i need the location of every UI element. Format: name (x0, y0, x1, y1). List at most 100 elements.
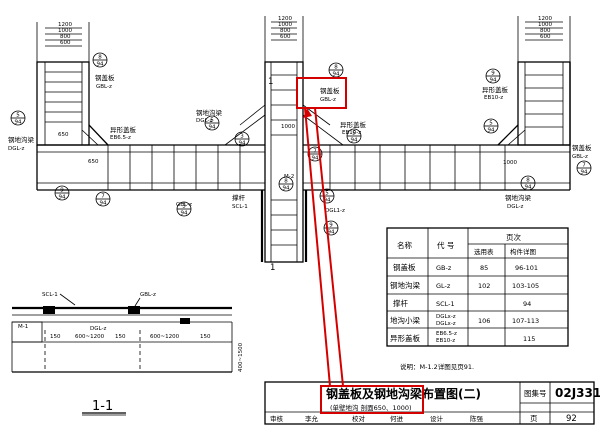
mark-m2: M-2 (284, 174, 294, 180)
dim-left-2: 1000 (58, 28, 72, 34)
detail-bubble: 594 (10, 110, 26, 126)
bubble-detail-number: 5 (325, 191, 329, 197)
dim-left-3: 800 (60, 34, 71, 40)
label-trench-beam-center: 钢地沟梁 (196, 108, 223, 117)
bubble-detail-number: 7 (582, 163, 586, 169)
table-subheader-detail: 构件详图 (510, 247, 536, 256)
right-diagonal (497, 124, 519, 146)
detail-bubble: 994 (54, 185, 70, 201)
highlight-connector-2 (314, 107, 344, 387)
section-beam-right (180, 318, 190, 324)
drawing-subtitle: (单壁地沟 剖面650、1000) (330, 403, 412, 412)
drawing-note: 说明：M-1.2详图见页91. (400, 362, 474, 371)
right-trench-outline (517, 61, 571, 146)
section-title: 1-1 (92, 399, 113, 414)
label-beam-code-b: DGL1-z (325, 208, 345, 214)
center-trench-outline (264, 61, 304, 263)
label-steel-cover-right-code: GBL-z (572, 154, 588, 160)
bubble-page-number: 94 (312, 156, 319, 162)
table-header-name: 名称 (397, 240, 412, 250)
dim-center-1: 1200 (278, 16, 292, 22)
detail-bubble: 894 (278, 176, 294, 192)
table-code-line: DGLx-z (436, 321, 456, 327)
bubble-detail-number: 5 (352, 131, 356, 137)
bubble-detail-number: 3 (182, 204, 186, 210)
dim-center-4: 600 (280, 34, 291, 40)
table-cell-detail: 94 (523, 300, 531, 308)
label-trench-beam-right-code: DGL-z (507, 204, 523, 210)
dim-650b-left: 650 (88, 159, 99, 165)
label-special-cover-center-code: EB10-z (342, 130, 361, 136)
detail-bubble: 894 (328, 62, 344, 78)
table-cell-code: GB-z (436, 264, 452, 272)
label-steel-cover-center: 钢盖板 (320, 86, 340, 95)
section-view: SCL-1 GBL-z DGL-z 150 600~1200 600~1200 … (11, 292, 244, 416)
dim-650-left: 650 (58, 132, 69, 138)
bubble-page-number: 94 (59, 195, 66, 201)
dim-block-center: 1200 1000 800 600 (264, 16, 304, 62)
label-steel-cover-left-code: GBL-z (96, 84, 112, 90)
table-header-page: 页次 (506, 232, 521, 242)
main-trench-covers-left (107, 145, 241, 190)
label-trench-beam-center-code: DGL-z (196, 118, 212, 124)
table-cell-detail: 96-101 (515, 264, 538, 272)
sig-check-name: 何进 (390, 414, 404, 423)
dim-left-4: 600 (60, 40, 71, 46)
bubble-detail-number: 7 (313, 149, 317, 155)
bubble-page-number: 94 (283, 186, 290, 192)
bubble-page-number: 94 (324, 198, 331, 204)
detail-bubble: 594 (346, 128, 362, 144)
sig-check-label: 校对 (352, 414, 366, 423)
dim-left-1: 1200 (58, 22, 72, 28)
detail-bubble: 894 (92, 52, 108, 68)
table-cell-sel: 85 (480, 264, 488, 272)
center-trench-covers (271, 74, 297, 246)
table-cell-name: 撑杆 (393, 298, 408, 308)
table-cell-sel: 106 (478, 317, 490, 325)
table-header-code: 代 号 (437, 240, 454, 250)
section-dim-150b: 150 (115, 334, 126, 340)
table-cell-code: GL-z (436, 282, 451, 290)
table-code-line: EB10-z (436, 338, 455, 344)
red-annotations (296, 77, 424, 414)
label-steel-cover-center-code: GBL-z (320, 97, 336, 103)
page-number: 92 (566, 414, 577, 424)
dim-right-2: 1000 (538, 22, 552, 28)
table-code-line: EB6.5-z (436, 331, 457, 337)
highlight-steel-cover (296, 77, 347, 109)
detail-bubble: 794 (576, 160, 592, 176)
main-trench-covers-right (329, 145, 506, 190)
section-beam-center (128, 306, 140, 314)
bubble-detail-number: 8 (526, 178, 530, 184)
page-label: 页 (530, 414, 538, 423)
highlight-title (320, 385, 424, 414)
label-special-cover-center: 异形盖板 (340, 120, 367, 129)
section-dim-150a: 150 (50, 334, 61, 340)
table-row: 钢盖板 GB-z 85 96-101 (393, 262, 538, 272)
left-diagonal-inner (81, 129, 99, 146)
label-steel-cover-left: 钢盖板 (95, 73, 115, 82)
mark-m1-section: M-1 (18, 324, 28, 330)
center-diagonal-left (239, 104, 266, 126)
bubble-detail-number: 9 (60, 188, 64, 194)
sig-review-label: 审核 (270, 414, 284, 423)
title-block: 钢盖板及钢地沟梁布置图(二) (单壁地沟 剖面650、1000) 图集号 02J… (264, 381, 600, 425)
label-brace: 撑杆 (232, 193, 246, 202)
bubble-detail-number: 9 (491, 71, 495, 77)
bubble-detail-number: 3 (240, 134, 244, 140)
bubble-detail-number: 9 (329, 223, 333, 229)
label-special-cover-left-code: EB6.5-z (110, 135, 131, 141)
table-cell-name: 钢地沟梁 (390, 280, 420, 290)
label-trench-beam-left: 钢地沟梁 (8, 135, 35, 144)
dim-block-right: 1200 1000 800 600 (517, 16, 571, 62)
table-cell-name: 钢盖板 (393, 262, 416, 272)
label-trench-beam-left-code: DGL-z (8, 146, 24, 152)
section-dim-600: 600~1200 (75, 334, 105, 340)
label-steel-cover-right: 钢盖板 (572, 143, 592, 152)
label-special-cover-right-code: EB10-z (484, 95, 503, 101)
detail-bubble: 594 (319, 188, 335, 204)
